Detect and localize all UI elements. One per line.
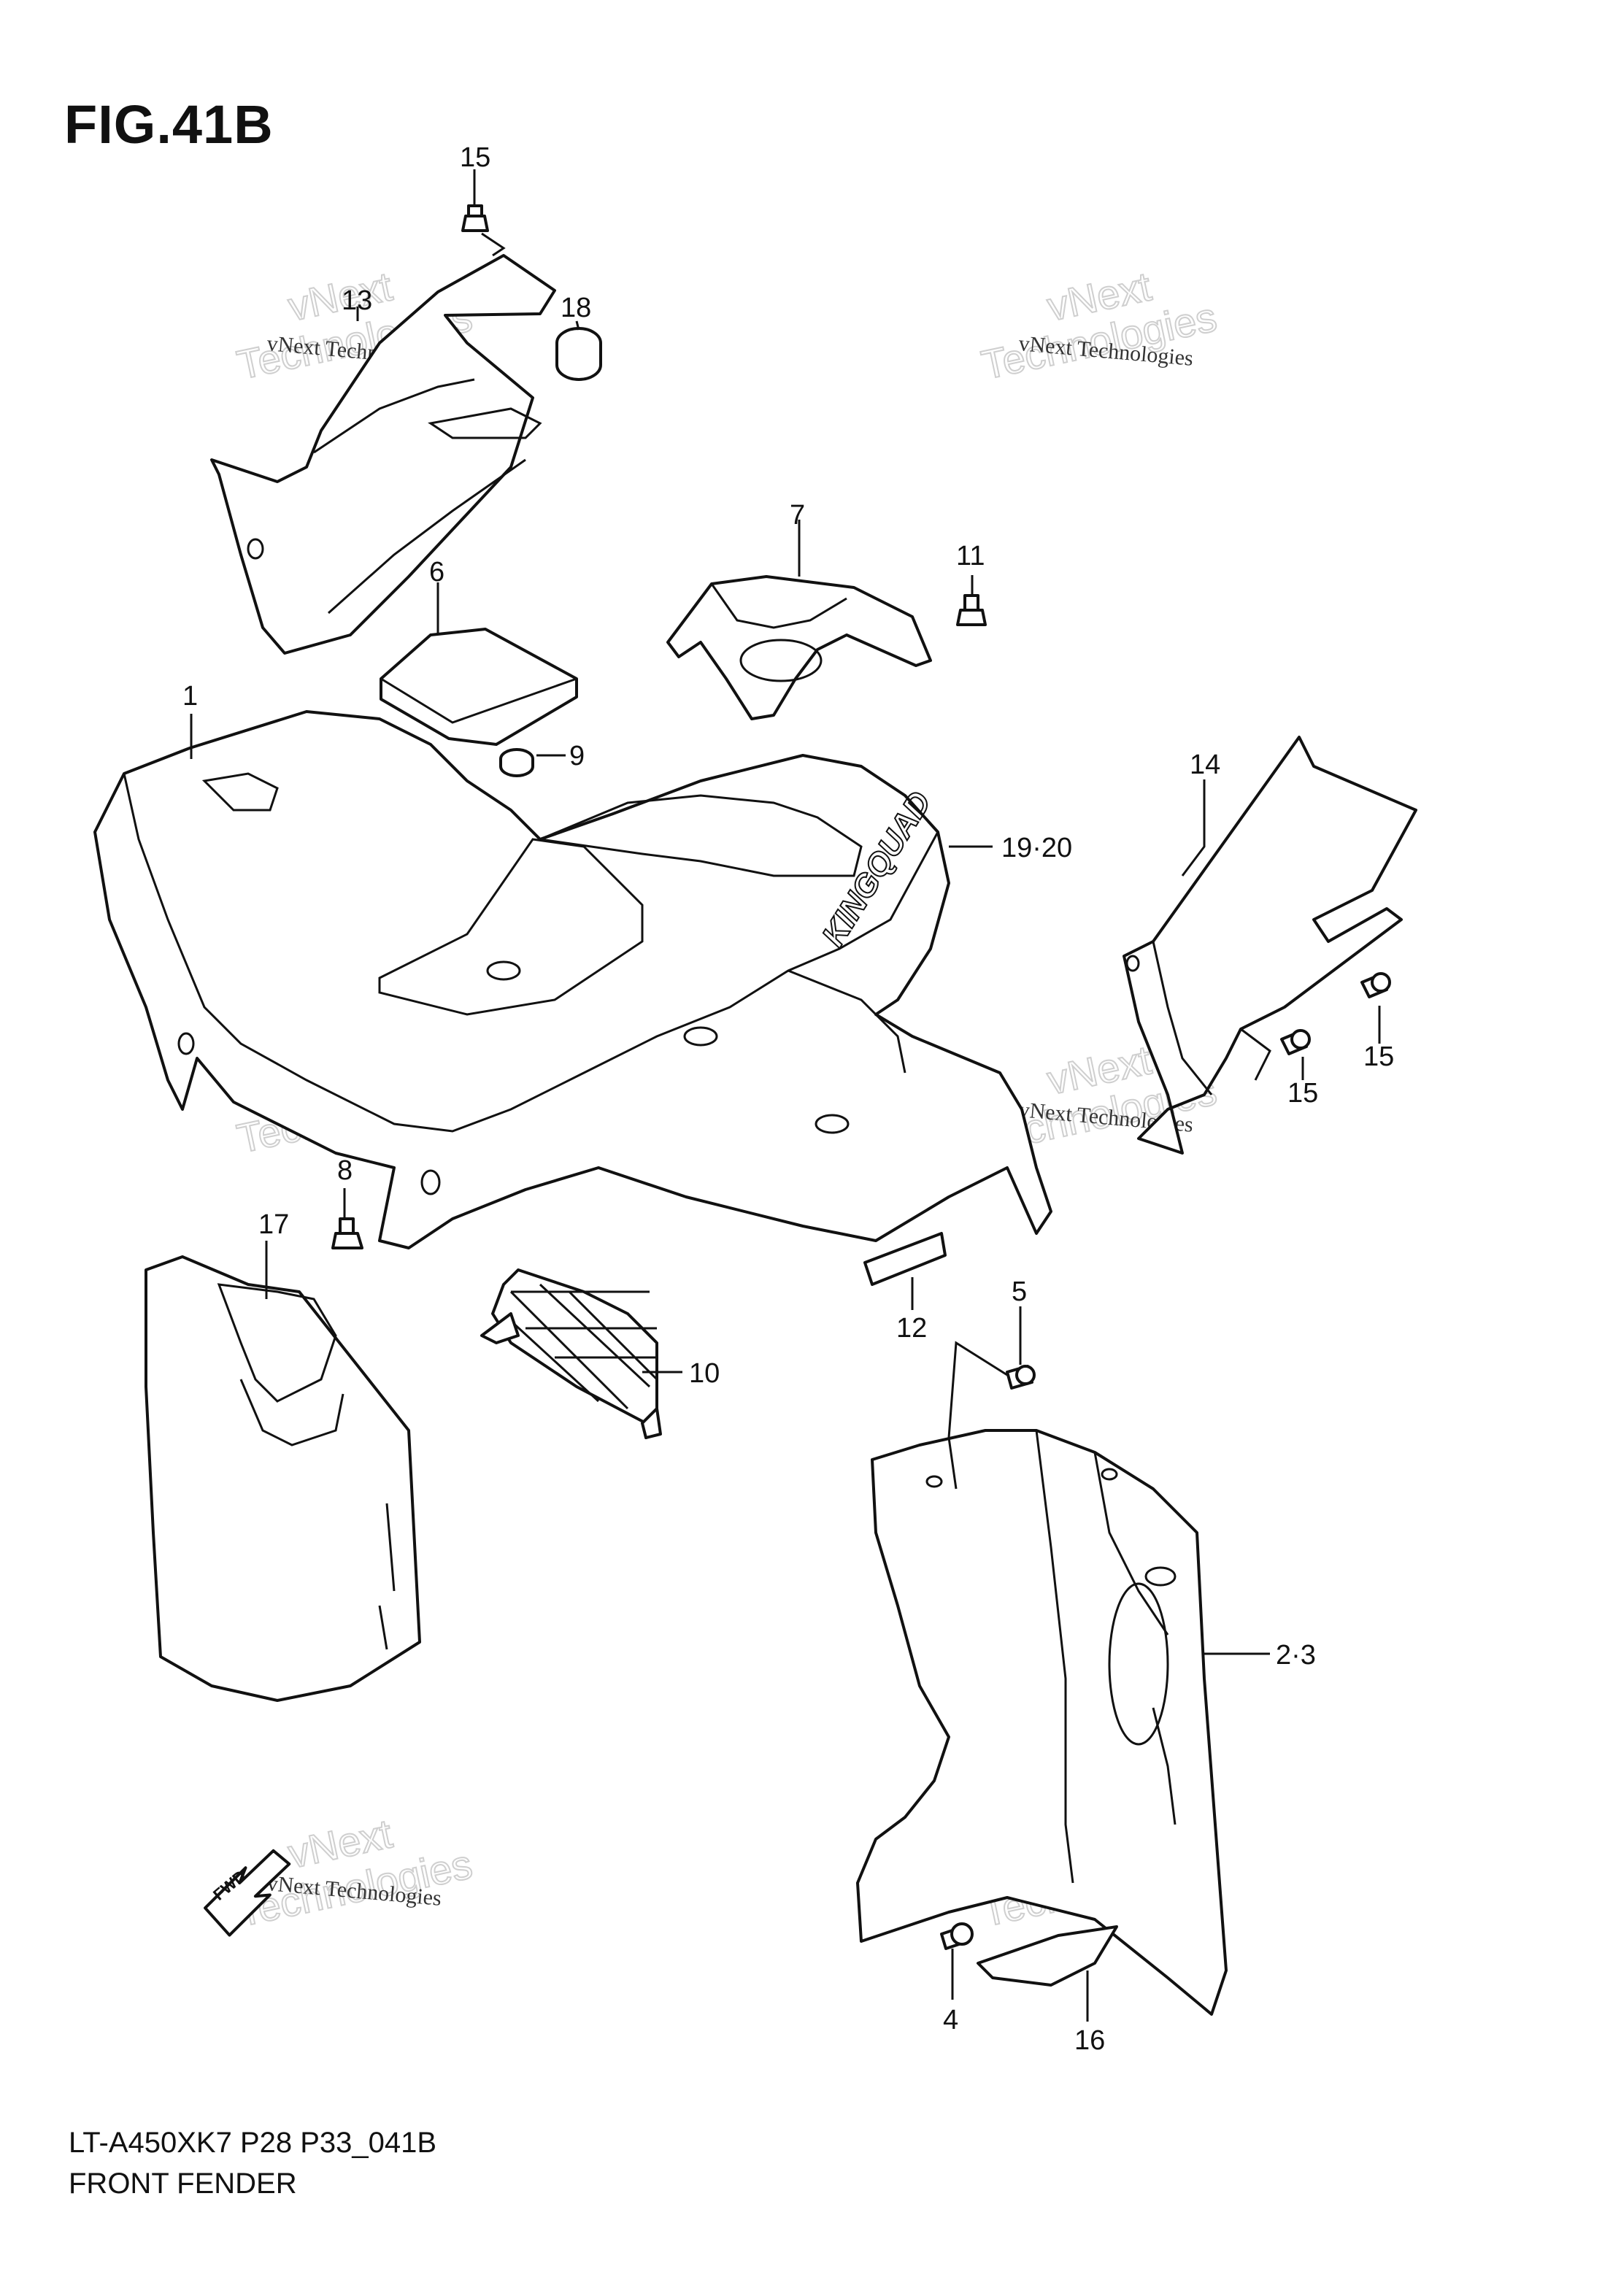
- callout-labels: 15 13 18 7 11 6 1 9 19·20 14 15 15 8 17 …: [182, 142, 1394, 2056]
- callout-5: 5: [1012, 1276, 1027, 1307]
- fwd-arrow-icon: FWD: [204, 1849, 291, 1937]
- part-9-grommet: [499, 748, 534, 777]
- leader-lines: [190, 169, 1381, 2022]
- part-14-right-inner-panel: [1123, 736, 1417, 1155]
- part-15-screw-right-a: [1360, 972, 1391, 998]
- part-1-front-fender: KINGQUAD: [93, 710, 1052, 1249]
- part-18-grommet: [555, 327, 602, 381]
- part-15-screw-right-b: [1280, 1029, 1311, 1055]
- part-10-mesh-grille: [480, 1268, 662, 1439]
- part-17-mud-flap: [145, 1255, 421, 1702]
- callout-15-top: 15: [460, 142, 490, 173]
- part-4-screw: [940, 1922, 974, 1950]
- callout-15-right-a: 15: [1363, 1041, 1394, 1072]
- part-7-top-cover: [666, 575, 932, 720]
- figure-name: FRONT FENDER: [69, 2168, 297, 2200]
- part-6-storage-lid: [380, 628, 578, 746]
- part-5-screw: [1006, 1365, 1036, 1390]
- part-13-left-inner-panel: [210, 254, 556, 655]
- callout-13: 13: [342, 285, 372, 316]
- callout-15-right-b: 15: [1287, 1078, 1318, 1109]
- callout-16: 16: [1074, 2025, 1105, 2056]
- part-8-bolt: [331, 1217, 363, 1249]
- callout-10: 10: [689, 1358, 720, 1389]
- part-15-screw-top: [461, 204, 489, 232]
- callout-11: 11: [956, 541, 985, 571]
- callout-1: 1: [182, 681, 198, 712]
- callout-2-3: 2·3: [1276, 1640, 1316, 1671]
- part-11-screw: [956, 594, 987, 626]
- watermark-top-right: Technologies vNext vNext Technologies: [977, 262, 1221, 388]
- part-12-reflector: [863, 1232, 947, 1286]
- callout-7: 7: [790, 500, 805, 531]
- part-2-3-front-liner: [856, 1429, 1228, 2016]
- callout-8: 8: [337, 1155, 353, 1186]
- callout-14: 14: [1190, 750, 1220, 780]
- callout-6: 6: [429, 557, 444, 588]
- callout-4: 4: [943, 2005, 958, 2035]
- callout-17: 17: [258, 1209, 289, 1240]
- figure-title: FIG.41B: [64, 94, 274, 155]
- callout-9: 9: [569, 741, 585, 771]
- callout-19-20: 19·20: [1001, 833, 1072, 863]
- model-code: LT-A450XK7 P28 P33_041B: [69, 2127, 437, 2159]
- part-16-trim: [977, 1925, 1118, 1987]
- callout-18: 18: [561, 293, 591, 323]
- callout-12: 12: [896, 1313, 927, 1344]
